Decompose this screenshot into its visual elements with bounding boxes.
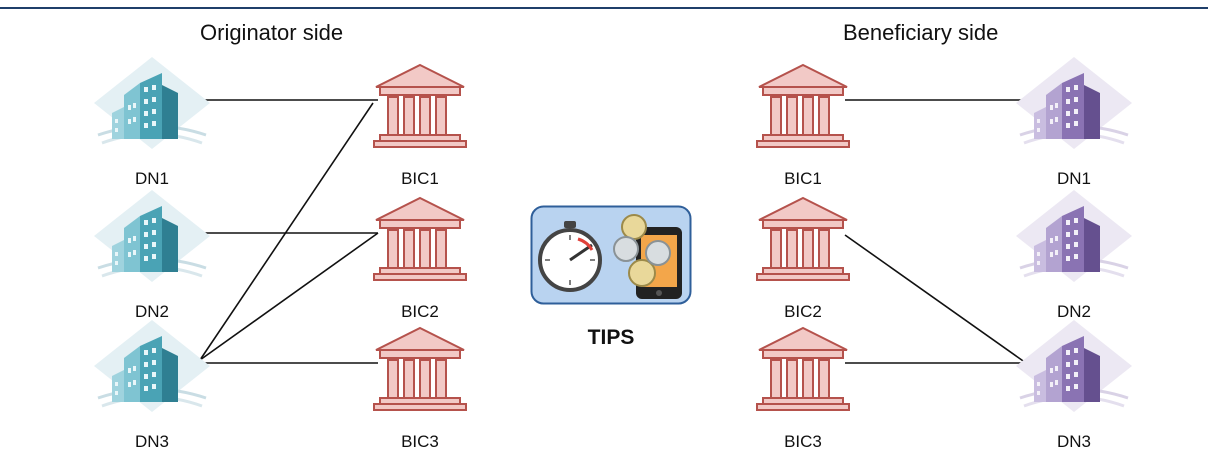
beneficiary-dn2-node: DN2 — [1014, 188, 1134, 328]
beneficiary-bic1-node: BIC1 — [743, 55, 863, 195]
link-orig-dn3-bic2 — [200, 233, 378, 360]
dn-label: DN1 — [92, 169, 212, 189]
link-orig-dn3-bic1 — [200, 103, 373, 360]
originator-bic1-node: BIC1 — [360, 55, 480, 195]
office-building-icon — [1014, 318, 1134, 428]
bic-label: BIC3 — [360, 432, 480, 452]
bank-icon — [743, 188, 863, 298]
originator-dn1-node: DN1 — [92, 55, 212, 195]
dn-label: DN1 — [1014, 169, 1134, 189]
beneficiary-bic2-node: BIC2 — [743, 188, 863, 328]
originator-dn3-node: DN3 — [92, 318, 212, 458]
office-building-icon — [92, 55, 212, 165]
bank-icon — [360, 318, 480, 428]
tips-label: TIPS — [548, 326, 674, 350]
bank-icon — [360, 188, 480, 298]
bic-label: BIC3 — [743, 432, 863, 452]
office-building-icon — [92, 318, 212, 428]
bank-icon — [360, 55, 480, 165]
link-benef-bic2-dn3 — [845, 235, 1026, 363]
bic-label: BIC1 — [743, 169, 863, 189]
beneficiary-bic3-node: BIC3 — [743, 318, 863, 458]
beneficiary-dn1-node: DN1 — [1014, 55, 1134, 195]
office-building-icon — [92, 188, 212, 298]
originator-bic3-node: BIC3 — [360, 318, 480, 458]
bank-icon — [743, 55, 863, 165]
tips-icon — [530, 205, 692, 305]
originator-bic2-node: BIC2 — [360, 188, 480, 328]
dn-label: DN3 — [1014, 432, 1134, 452]
office-building-icon — [1014, 55, 1134, 165]
originator-dn2-node: DN2 — [92, 188, 212, 328]
beneficiary-dn3-node: DN3 — [1014, 318, 1134, 458]
bic-label: BIC1 — [360, 169, 480, 189]
bank-icon — [743, 318, 863, 428]
dn-label: DN3 — [92, 432, 212, 452]
office-building-icon — [1014, 188, 1134, 298]
